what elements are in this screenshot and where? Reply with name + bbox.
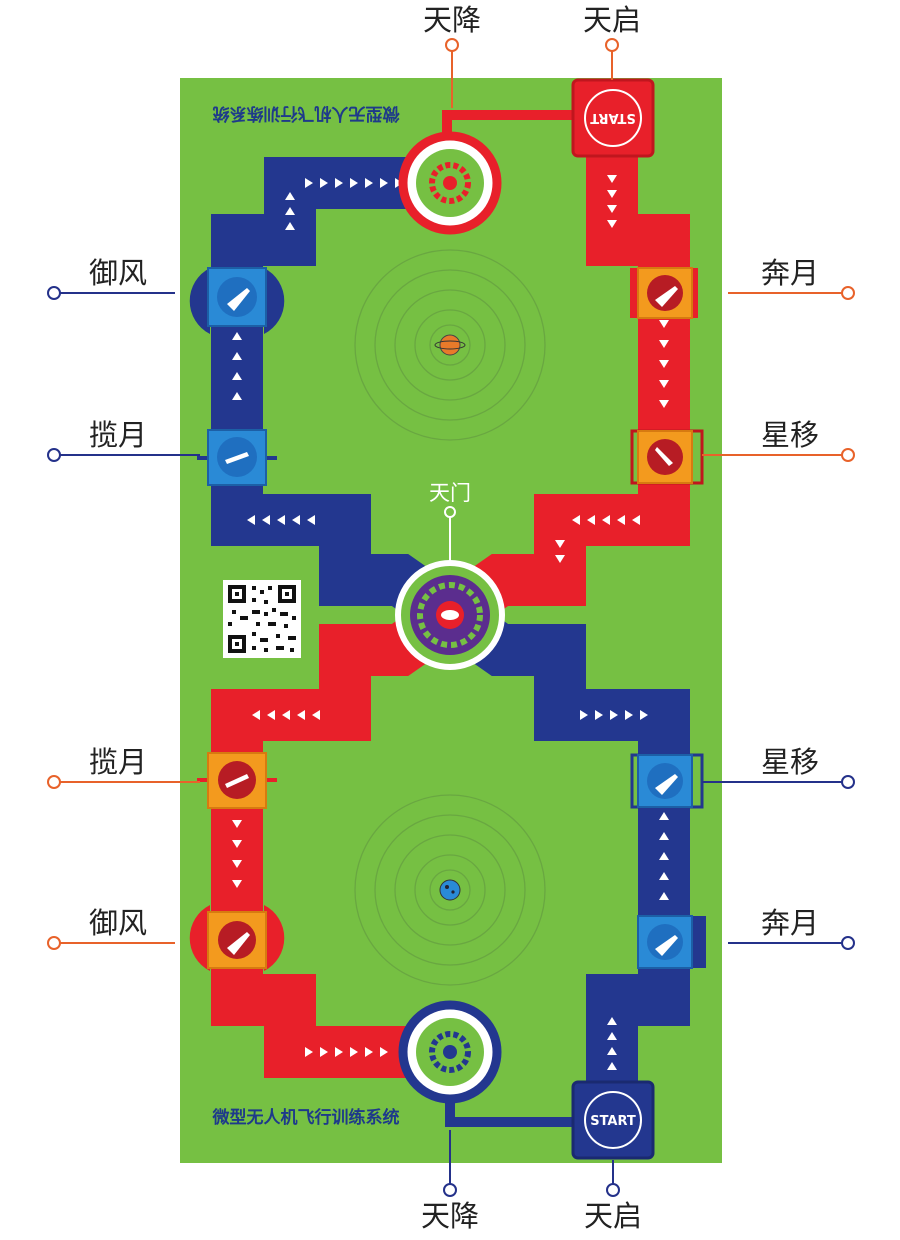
qr-code [223, 580, 301, 658]
orbit-decoration-bottom [354, 794, 546, 986]
landing-pad-bottom [398, 1000, 502, 1104]
station-yufeng-bottom [189, 905, 285, 971]
blue-start-connector [445, 1095, 580, 1127]
station-xingyi-bottom [630, 753, 704, 809]
label-left-lanyue-bottom: 揽月 [89, 745, 147, 779]
plane-icon [655, 447, 673, 466]
direction-arrows [232, 175, 669, 1070]
label-bottom-tianjiang: 天降 [421, 1199, 479, 1233]
label-left-yufeng-top: 御风 [89, 256, 147, 290]
planet-bottom-icon [439, 879, 461, 901]
station-lanyue-top [197, 429, 277, 486]
label-tianmen: 天门 [429, 481, 471, 505]
landing-pad-top [398, 131, 502, 235]
plane-icon [225, 774, 249, 788]
board-title-bottom: 微型无人机飞行训练系统 [212, 1107, 400, 1128]
start-pad-top[interactable]: START [571, 78, 655, 158]
plane-icon [655, 286, 678, 307]
start-top-label: START [590, 110, 636, 125]
station-xingyi-top [630, 429, 704, 485]
label-left-lanyue-top: 揽月 [89, 418, 147, 452]
start-pad-bottom[interactable]: START [571, 1080, 655, 1160]
plane-icon [655, 935, 678, 956]
label-right-benyue-bottom: 奔月 [761, 906, 819, 940]
label-top-tianjiang: 天降 [423, 3, 481, 37]
station-yufeng-top [189, 267, 285, 334]
label-bottom-tianqi: 天启 [584, 1199, 642, 1233]
sky-gate [395, 560, 505, 670]
station-benyue-bottom [637, 915, 706, 969]
plane-icon [227, 288, 250, 311]
label-top-tianqi: 天启 [583, 3, 641, 37]
planet-top-icon [434, 334, 466, 356]
board-title-top-mirrored: 微型无人机飞行训练系统 [213, 103, 401, 124]
plane-icon [225, 452, 249, 464]
plane-icon [227, 932, 250, 955]
plane-icon [655, 774, 678, 795]
orbit-decoration-top [354, 249, 546, 441]
station-lanyue-bottom [197, 752, 277, 809]
station-benyue-top [630, 267, 698, 319]
red-track [211, 150, 690, 1078]
label-left-yufeng-bottom: 御风 [89, 906, 147, 940]
label-right-benyue-top: 奔月 [761, 256, 819, 290]
start-bottom-label: START [590, 1114, 636, 1129]
label-right-xingyi-bottom: 星移 [761, 745, 819, 779]
label-right-xingyi-top: 星移 [761, 418, 819, 452]
